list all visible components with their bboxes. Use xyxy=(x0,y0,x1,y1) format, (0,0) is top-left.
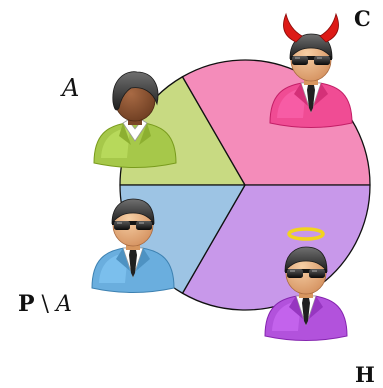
person-p-minus-a-icon xyxy=(91,198,175,293)
label-c: C xyxy=(354,6,371,31)
figures xyxy=(91,12,353,341)
label-h: H xyxy=(355,362,375,387)
hair xyxy=(112,71,159,111)
person-a-icon xyxy=(93,71,177,168)
label-p-minus-a-a: A xyxy=(55,292,72,317)
label-a: A xyxy=(62,74,80,102)
sunglasses-icon xyxy=(285,269,327,278)
person-h-icon xyxy=(264,227,348,341)
label-p: P xyxy=(18,291,35,317)
devil-horns-icon xyxy=(283,12,339,43)
tie xyxy=(302,298,310,325)
sunglasses-icon xyxy=(290,56,332,65)
halo-icon xyxy=(287,227,325,241)
tie xyxy=(129,250,137,277)
label-setminus: \ xyxy=(41,292,49,317)
suit xyxy=(93,122,177,168)
tie xyxy=(307,85,315,112)
label-p-minus-a: P \ A xyxy=(18,293,72,316)
person-c-icon xyxy=(269,12,353,128)
sunglasses-icon xyxy=(112,221,154,230)
